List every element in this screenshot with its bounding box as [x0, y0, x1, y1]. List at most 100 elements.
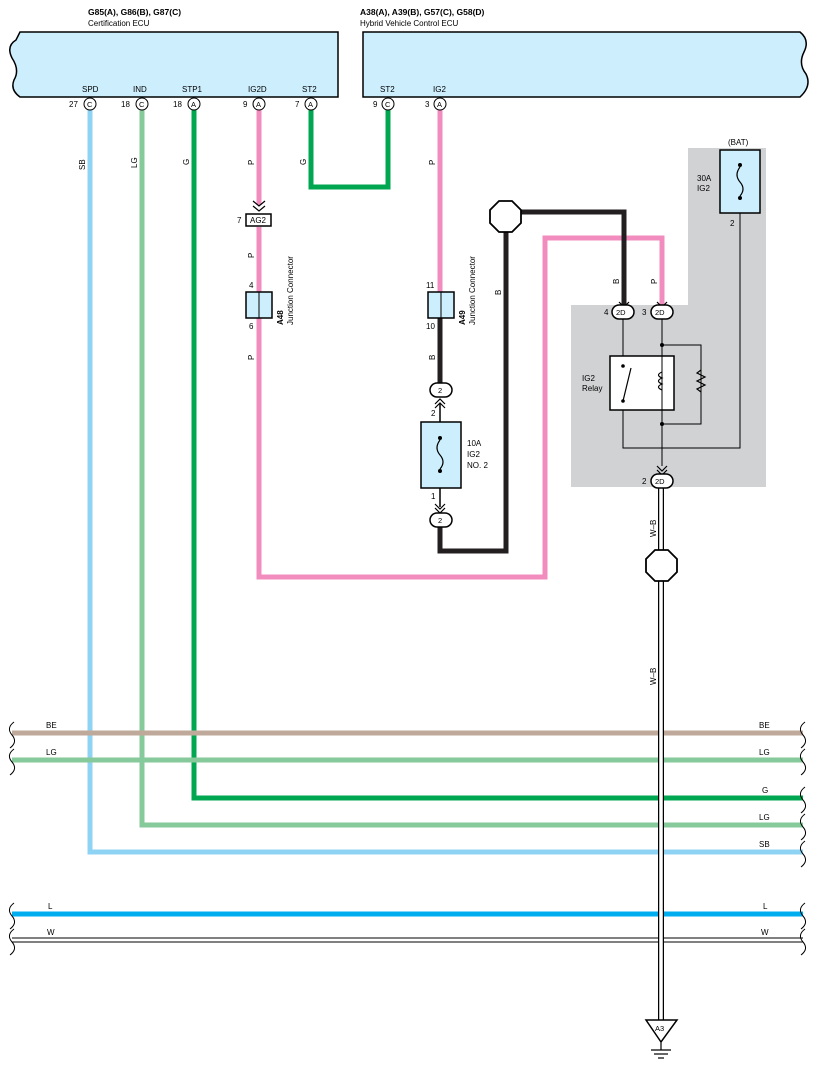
pin-label-ig2d: IG2D [248, 85, 267, 94]
ag2-pin: 7 [237, 216, 242, 225]
fuse-30a-pin: 2 [730, 219, 735, 228]
hybrid-ecu-box [362, 31, 809, 98]
left-ecu-name: Certification ECU [88, 19, 150, 28]
fuse-10a-number: NO. 2 [467, 461, 488, 470]
bus-break-right-3 [799, 786, 807, 814]
wire-label-b-1: B [428, 355, 437, 360]
pin-label-st2-right: ST2 [380, 85, 395, 94]
wire-label-g: G [182, 159, 191, 165]
fuse-10a-circuit: IG2 [467, 450, 480, 459]
fuse-10a-element-icon [436, 439, 444, 470]
wire-label-g-st2: G [299, 159, 308, 165]
right-ecu-connectors: A38(A), A39(B), G57(C), G58(D) [360, 7, 485, 17]
ag2-connector [245, 213, 272, 227]
fuse-top-conn-label: 2 [438, 386, 442, 395]
wire-b-fuse [437, 225, 509, 554]
left-ecu-connectors: G85(A), G86(B), G87(C) [88, 7, 181, 17]
relay-bat-wire [622, 213, 741, 449]
wire-p-ig2d-bottom [256, 235, 665, 580]
conn-letter-st2: A [308, 100, 313, 109]
bus-break-left-3 [8, 902, 16, 930]
relay-coil-icon [657, 371, 664, 391]
conn-2d-pin-right: 3 [642, 308, 647, 317]
ground-point [644, 1019, 679, 1044]
conn-letter-stp1: A [191, 100, 196, 109]
right-ecu-pins: ST2 IG2 9 3 C A [373, 85, 447, 111]
pin-label-ig2: IG2 [433, 85, 446, 94]
pin-label-spd: SPD [82, 85, 99, 94]
fuse-pin-bottom: 1 [431, 492, 436, 501]
splice-point-lower [645, 549, 678, 582]
bus-label-right-lg-2: LG [759, 813, 770, 822]
bus-label-right-be: BE [759, 721, 770, 730]
conn-letter-ig2d: A [256, 100, 261, 109]
ig2-relay-box [609, 355, 675, 411]
wire-label-p-2: P [247, 253, 256, 258]
a49-id: A49 [458, 310, 467, 325]
ag2-arrow-icon [252, 200, 266, 212]
a49-pin-bottom: 10 [426, 322, 435, 331]
a48-pin-top: 4 [249, 281, 254, 290]
bus-break-left-1 [8, 721, 16, 749]
wire-sb [87, 110, 803, 855]
bus-break-left-4 [8, 928, 16, 956]
conn-letter-ig2: A [437, 100, 442, 109]
bus-label-right-lg: LG [759, 748, 770, 757]
fuse-30a-element-icon [736, 166, 744, 197]
wire-label-wb-1: W–B [649, 520, 658, 537]
conn-2d-bottom-label: 2D [655, 477, 665, 486]
a48-name: Junction Connector [286, 256, 295, 325]
bus-label-left-w: W [47, 928, 55, 937]
wire-label-p-3: P [247, 355, 256, 360]
pin-label-stp1: STP1 [182, 85, 203, 94]
conn-2d-pin-bottom: 2 [642, 477, 647, 486]
wire-label-b-2: B [494, 290, 503, 295]
bus-break-left-2 [8, 748, 16, 776]
bus-label-right-sb: SB [759, 840, 770, 849]
resistor-icon [695, 369, 707, 393]
bus-break-right-5 [799, 840, 807, 868]
pin-num-27: 27 [69, 100, 78, 109]
relay-label-2: Relay [582, 384, 602, 393]
pin-label-st2-left: ST2 [302, 85, 317, 94]
wire-label-wb-2: W–B [649, 668, 658, 685]
pin-num-9-st2: 9 [373, 100, 378, 109]
wire-lg [139, 110, 803, 828]
fuse-30a-circuit: IG2 [697, 184, 710, 193]
wire-label-p-relay: P [650, 279, 659, 284]
fuse-30a-bat: (BAT) [728, 138, 749, 147]
bus-label-left-l: L [48, 902, 53, 911]
a48-pin-bottom: 6 [249, 322, 254, 331]
fuse-30a-rating: 30A [697, 174, 712, 183]
fuse-pin-top: 2 [431, 409, 436, 418]
relay-switch-icon [622, 367, 632, 402]
relay-label-1: IG2 [582, 374, 595, 383]
fuse-bottom-conn-label: 2 [438, 516, 442, 525]
fuse-10a-box [420, 421, 462, 489]
wire-g-stp1 [191, 110, 803, 801]
conn-2d-pin-left: 4 [604, 308, 609, 317]
conn-2d-left-label: 2D [616, 308, 626, 317]
wire-b-relay [518, 209, 627, 305]
left-ecu-pins: SPD IND STP1 IG2D ST2 27 18 18 9 7 C C A… [69, 85, 318, 111]
wire-label-p-ig2: P [428, 160, 437, 165]
conn-2d-bottom [650, 473, 674, 489]
bus-break-right-7 [799, 928, 807, 956]
conn-letter-spd: C [87, 100, 93, 109]
pin-num-18-stp1: 18 [173, 100, 182, 109]
pin-num-3-ig2: 3 [425, 100, 430, 109]
wire-label-b-3: B [612, 279, 621, 284]
bus-break-right-1 [799, 721, 807, 749]
bus-break-right-6 [799, 902, 807, 930]
pin-num-18-ind: 18 [121, 100, 130, 109]
pin-num-9-ig2d: 9 [243, 100, 248, 109]
bus-label-left-lg: LG [46, 748, 57, 757]
bus-label-right-w: W [761, 928, 769, 937]
wire-label-p-1: P [247, 160, 256, 165]
conn-letter-st2-right: C [385, 100, 391, 109]
bus-label-right-g: G [762, 786, 768, 795]
bus-break-right-4 [799, 813, 807, 841]
a49-name: Junction Connector [468, 256, 477, 325]
a49-pin-top: 11 [426, 281, 435, 290]
